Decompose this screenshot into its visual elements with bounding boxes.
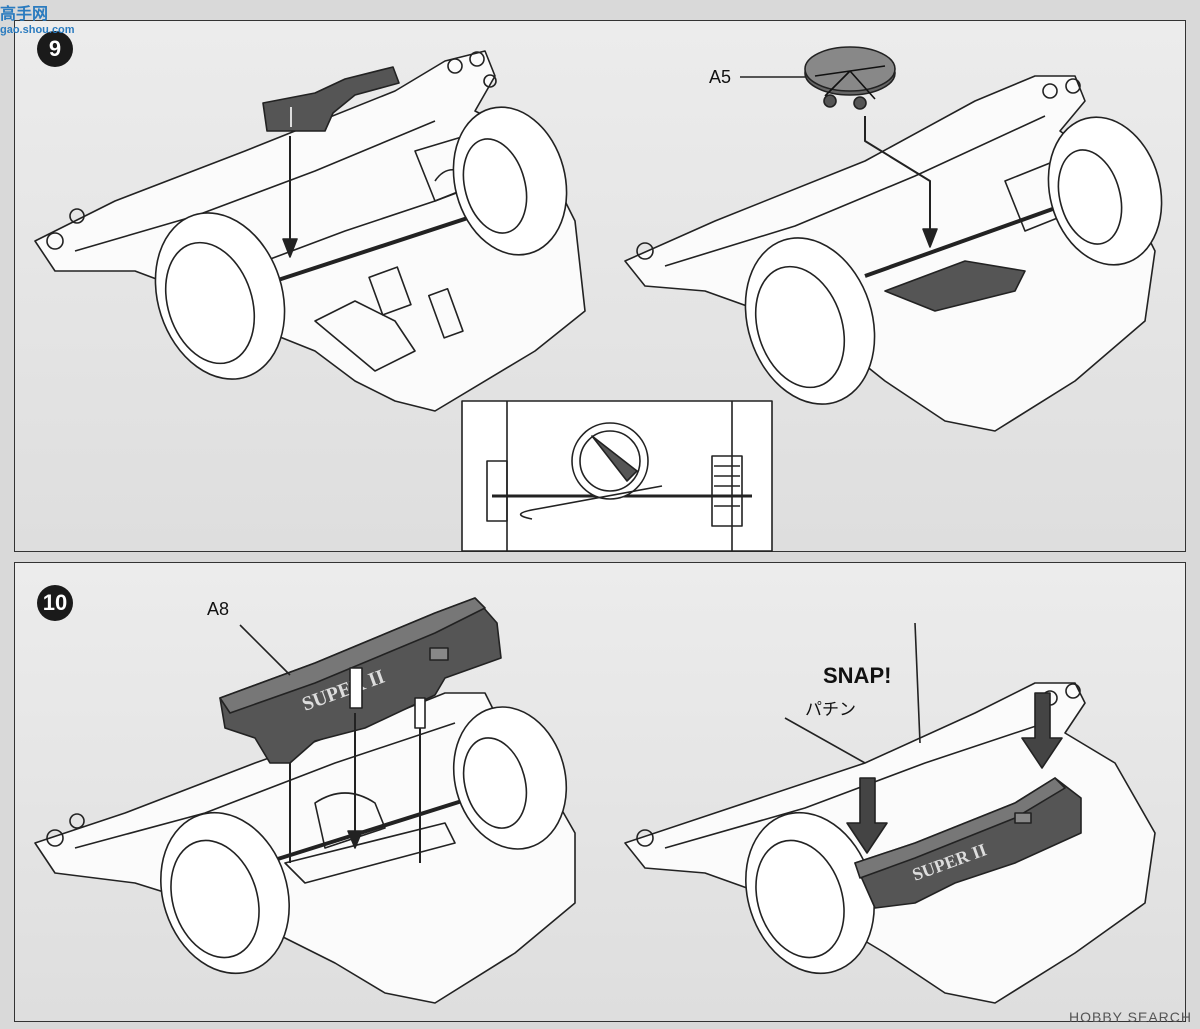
part-label-a8: A8 — [207, 599, 230, 619]
wheel-left-rear-10 — [452, 706, 568, 850]
inset-detail — [461, 400, 773, 552]
arrow-down-left — [282, 136, 298, 258]
part-label-a5: A5 — [709, 67, 732, 87]
snap-jp-label: パチン — [805, 700, 856, 719]
step-10-badge: 10 — [37, 585, 73, 621]
step-9-illustration — [34, 46, 1163, 552]
part-a5-gear — [804, 46, 896, 110]
step-9-panel: 9 — [14, 20, 1186, 552]
wheel-left-front-10 — [160, 811, 290, 975]
watermark-top-left-sub: gao.shou.com — [0, 24, 75, 36]
watermark-top-left: 高手网 gao.shou.com — [0, 0, 75, 36]
step-10-panel: 10 SUPER II — [14, 562, 1186, 1022]
step-9-badge: 9 — [37, 31, 73, 67]
snap-label: SNAP! — [823, 663, 892, 688]
snap-arrows — [846, 692, 1063, 854]
a8-leader-line — [239, 624, 291, 676]
wheel-right-rear — [1047, 116, 1163, 266]
watermark-bottom-right: HOBBY SEARCH — [1069, 1009, 1192, 1025]
cover-installed: SUPER II — [854, 777, 1082, 909]
part-clip-i — [262, 66, 400, 132]
wheel-left-rear — [452, 106, 568, 256]
step-10-illustration: SUPER II — [34, 597, 1156, 1004]
chassis-left-10 — [34, 692, 576, 1004]
chassis-right-10 — [624, 682, 1156, 1004]
watermark-top-left-title: 高手网 — [0, 6, 49, 23]
snap-leader-lines — [784, 622, 921, 764]
arrow-down-right — [864, 116, 938, 248]
wheel-left-front — [154, 212, 286, 380]
arrows-down-10 — [289, 667, 426, 863]
wheel-right-front — [744, 237, 876, 405]
